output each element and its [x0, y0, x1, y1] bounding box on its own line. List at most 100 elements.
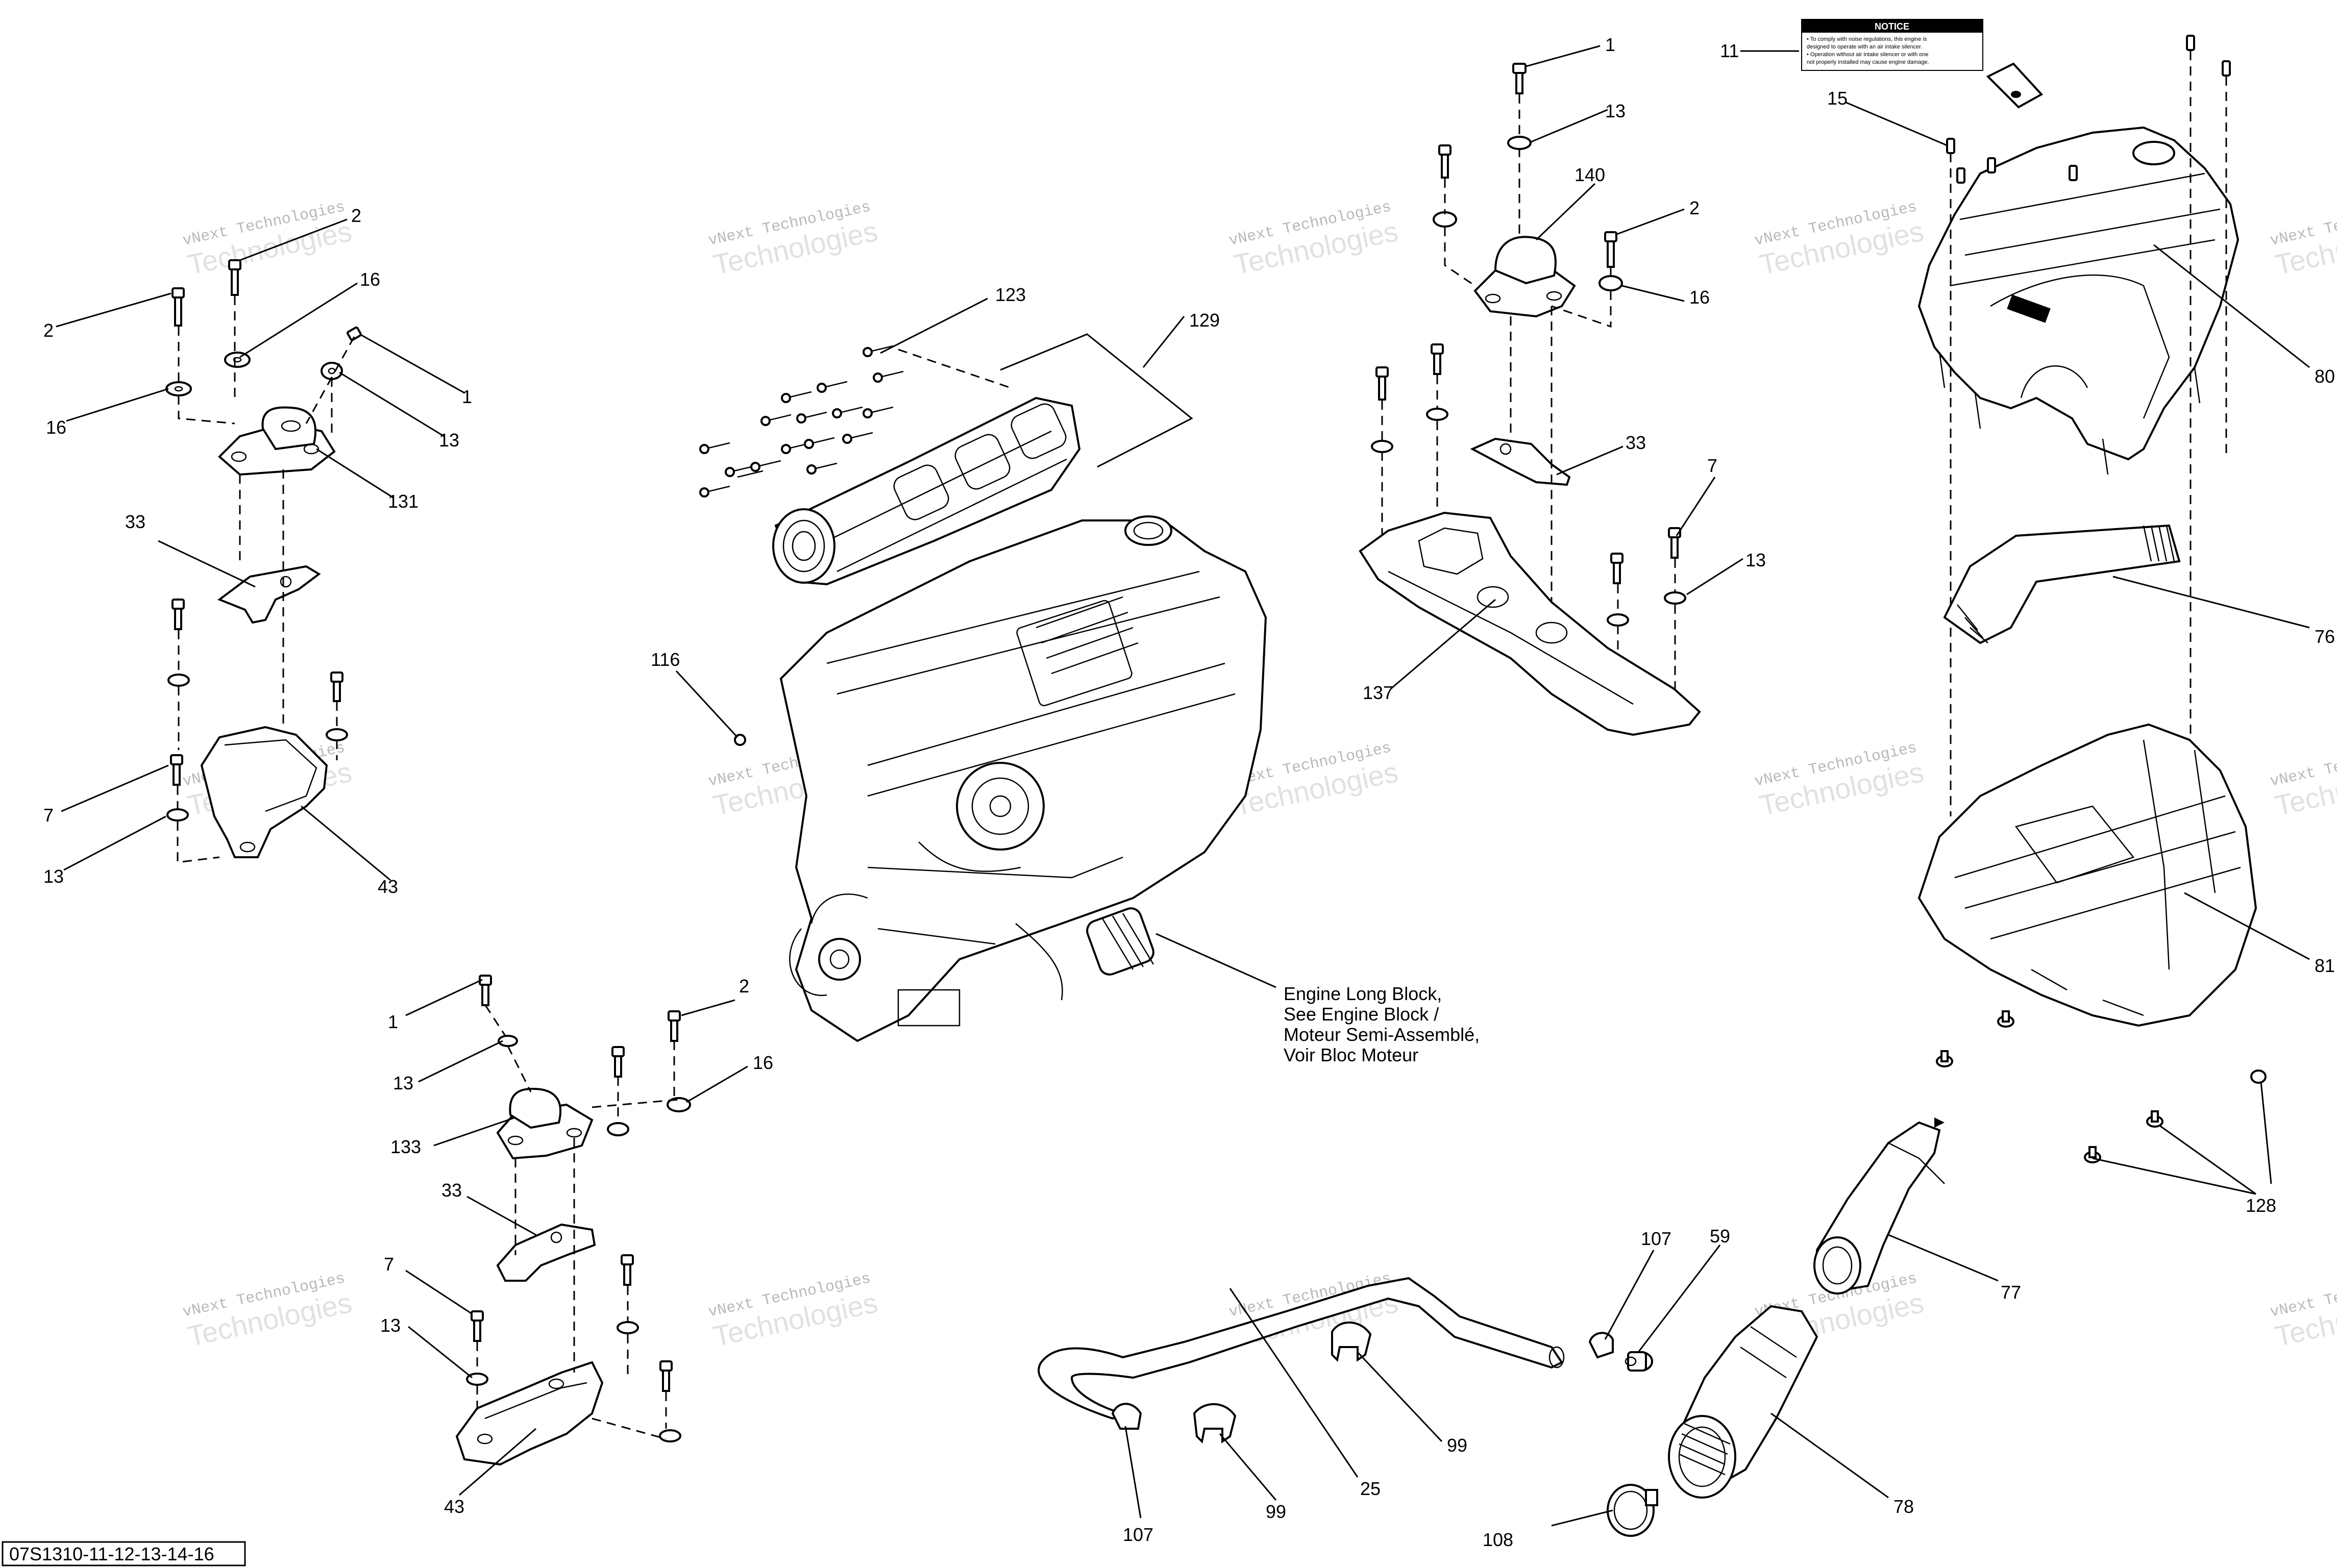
grommet	[1997, 1010, 2014, 1028]
callout-128: 128	[2246, 1195, 2276, 1216]
bolt	[171, 599, 185, 630]
engine-long-block-note: Engine Long Block, See Engine Block / Mo…	[1155, 933, 1480, 1065]
notice-text: not properly installed may cause engine …	[1807, 59, 1929, 65]
callout-13: 13	[1605, 101, 1626, 121]
bolt	[171, 287, 185, 327]
callout-33: 33	[1626, 432, 1646, 453]
intake-bellows	[1943, 524, 2181, 644]
callout-43: 43	[444, 1496, 464, 1517]
intake-duct	[1813, 1121, 1945, 1295]
washer	[659, 1429, 681, 1442]
washer	[607, 1122, 629, 1136]
breather-tube	[1038, 1277, 1565, 1420]
air-intake-silencer-base	[1917, 723, 2257, 1027]
callout-107: 107	[1641, 1228, 1671, 1249]
engine-note-line: Engine Long Block,	[1284, 983, 1442, 1004]
heat-shield	[217, 565, 321, 624]
engine-note-line: See Engine Block /	[1284, 1004, 1439, 1025]
callout-108: 108	[1483, 1529, 1513, 1550]
mount-bracket	[1359, 511, 1701, 736]
callout-7: 7	[384, 1254, 394, 1275]
screw-set	[1946, 35, 2231, 184]
callout-labels: 2 2 16 1 13 16 131 33 7 13 43 123 129 11…	[43, 34, 2335, 1550]
engine-long-block	[779, 515, 1267, 1042]
callout-137: 137	[1363, 682, 1393, 703]
right-upper-mount-group	[1359, 63, 1701, 736]
callout-1: 1	[388, 1011, 398, 1032]
reference-code: 07S1310-11-12-13-14-16	[9, 1544, 214, 1564]
washer	[617, 1321, 639, 1334]
callout-2: 2	[739, 976, 749, 997]
bolt	[170, 754, 183, 786]
callout-2: 2	[43, 320, 54, 341]
callout-43: 43	[378, 876, 398, 897]
air-intake-silencer-cover	[1917, 126, 2240, 475]
notice-title: NOTICE	[1875, 21, 1909, 32]
callout-131: 131	[388, 491, 419, 512]
washer	[1607, 613, 1629, 627]
washer	[1371, 440, 1393, 453]
mount-bracket	[455, 1361, 604, 1466]
bolt	[659, 1360, 673, 1392]
notice-text: designed to operate with an air intake s…	[1807, 44, 1922, 50]
notice-label: NOTICE • To comply with noise regulation…	[1801, 19, 2044, 109]
washer	[667, 1097, 691, 1112]
callout-16: 16	[46, 417, 66, 438]
callout-80: 80	[2315, 366, 2335, 387]
tube-clip	[1331, 1321, 1372, 1362]
callout-16: 16	[360, 269, 380, 290]
callout-13: 13	[380, 1315, 401, 1336]
bolt	[1375, 366, 1389, 401]
callout-107: 107	[1123, 1524, 1153, 1545]
washer	[466, 1373, 488, 1386]
grommet	[1936, 1050, 1953, 1067]
callout-1: 1	[1605, 34, 1615, 55]
washer	[326, 728, 348, 741]
callout-13: 13	[439, 430, 459, 451]
bolt	[1610, 553, 1623, 584]
washer	[1433, 211, 1457, 228]
callout-140: 140	[1575, 164, 1605, 185]
washer	[1664, 591, 1686, 605]
callout-99: 99	[1266, 1501, 1286, 1522]
washer	[166, 808, 189, 822]
callout-78: 78	[1893, 1496, 1914, 1517]
intake-adapter	[1668, 1305, 1818, 1499]
callout-15: 15	[1827, 88, 1848, 109]
left-upper-mount-group	[165, 259, 362, 863]
intake-manifold-group	[699, 333, 1193, 586]
reference-code-box: 07S1310-11-12-13-14-16	[2, 1541, 246, 1566]
leader-lines	[56, 45, 2310, 1527]
bolt	[1438, 144, 1452, 179]
callout-2: 2	[1689, 197, 1700, 218]
bolt	[1431, 343, 1444, 375]
bolt	[1512, 63, 1527, 94]
tube-clip	[1193, 1403, 1237, 1444]
callout-123: 123	[995, 284, 1026, 305]
mount-bracket	[200, 726, 328, 858]
engine-mount	[1473, 236, 1576, 318]
callout-1: 1	[462, 386, 472, 407]
left-lower-mount-group	[455, 975, 691, 1466]
washer	[167, 674, 190, 687]
callout-133: 133	[390, 1136, 421, 1157]
engine-mount	[218, 406, 336, 476]
callout-99: 99	[1447, 1435, 1467, 1456]
callout-33: 33	[125, 511, 145, 532]
callout-77: 77	[2001, 1282, 2021, 1303]
callout-25: 25	[1360, 1478, 1381, 1499]
washer	[1598, 275, 1623, 291]
hose-clamp-small	[1111, 1403, 1142, 1430]
bolt	[228, 259, 241, 296]
grommet	[2084, 1146, 2101, 1163]
hose-clamp	[1607, 1484, 1658, 1537]
bolt	[347, 326, 362, 341]
callout-129: 129	[1189, 310, 1220, 331]
engine-note-line: Moteur Semi-Assemblé,	[1284, 1024, 1480, 1045]
callout-16: 16	[1689, 287, 1710, 308]
bolt	[621, 1254, 634, 1286]
callout-7: 7	[1707, 455, 1717, 476]
callout-2: 2	[351, 205, 361, 226]
callout-33: 33	[441, 1180, 462, 1201]
callout-16: 16	[753, 1052, 773, 1073]
